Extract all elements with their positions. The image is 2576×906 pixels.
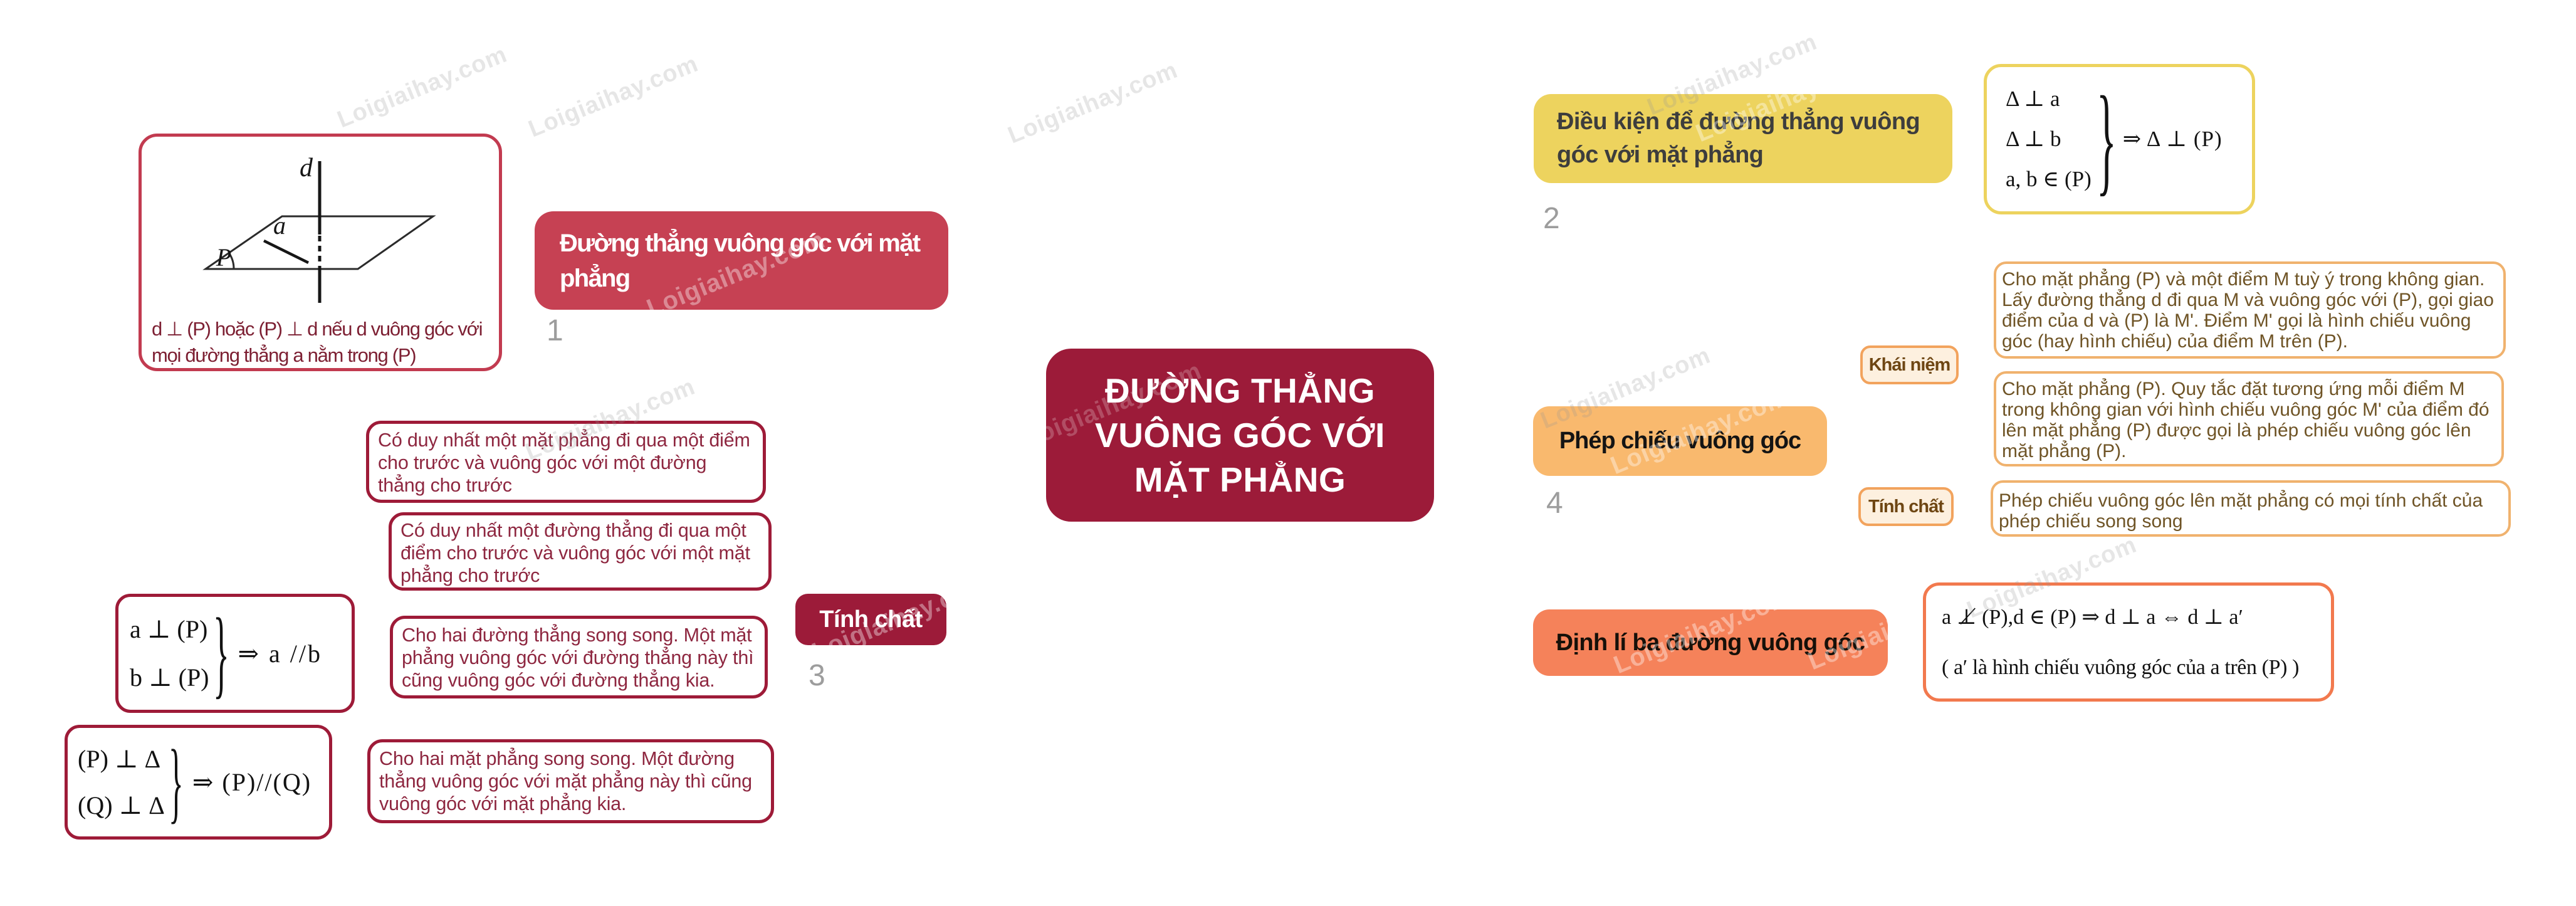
- brace-glyph: }: [168, 732, 184, 832]
- formula-condition: Δ ⊥ b: [2006, 127, 2061, 151]
- formula-condition: a, b ∈ (P): [2006, 167, 2092, 191]
- formula-condition: (P) ⊥ Δ: [78, 744, 161, 773]
- central-topic-line: VUÔNG GÓC VỚI: [1095, 415, 1385, 455]
- sublabel-text: Tính chất: [1868, 496, 1944, 517]
- property-4: Cho hai mặt phẳng song song. Một đường t…: [367, 739, 774, 823]
- formula-condition: (Q) ⊥ Δ: [78, 791, 165, 819]
- branch-index-3: 3: [809, 659, 825, 692]
- definition-caption: d ⊥ (P) hoặc (P) ⊥ d nếu d vuông góc với…: [152, 318, 483, 366]
- theorem-formula-line2: ( a′ là hình chiếu vuông góc của a trên …: [1942, 656, 2300, 679]
- central-topic-line: ĐƯỜNG THẲNG: [1104, 371, 1376, 410]
- node-label: Điều kiện để đường thẳng vuông góc với m…: [1557, 108, 1920, 168]
- figure-label-a: a: [273, 211, 286, 240]
- concept-note-2: Cho mặt phẳng (P). Quy tắc đặt tương ứng…: [1994, 371, 2504, 466]
- node-dinh-li-ba-duong: Định lí ba đường vuông góc Loigiaihay.co…: [1533, 609, 1888, 676]
- plane-parallelogram: [202, 215, 436, 270]
- formula-conclusion: ⇒ (P)//(Q): [192, 768, 312, 796]
- brace-glyph: }: [2096, 71, 2117, 207]
- condition-formula-box: Δ ⊥ a Δ ⊥ b a, b ∈ (P) } ⇒ Δ ⊥ (P): [1984, 64, 2255, 214]
- formula-condition: b ⊥ (P): [130, 663, 209, 692]
- theorem-formula-box: a ⊥̸ (P),d ∈ (P) ⇒ d ⊥ a ⇔ d ⊥ a′ ( a′ l…: [1923, 582, 2334, 702]
- formula-condition: Δ ⊥ a: [2006, 87, 2060, 111]
- parallel-lines-formula-box: a ⊥ (P) b ⊥ (P) } ⇒ a //b: [115, 594, 355, 713]
- figure-label-d: d: [300, 154, 313, 182]
- branch-index-2: 2: [1543, 202, 1560, 235]
- formula-conclusion: ⇒ Δ ⊥ (P): [2122, 127, 2223, 151]
- central-topic-line: MẶT PHẲNG: [1134, 460, 1346, 499]
- node-label: Tính chất: [819, 606, 923, 633]
- formula-condition: a ⊥ (P): [130, 615, 208, 643]
- property-3: Cho hai đường thẳng song song. Một mặt p…: [390, 616, 768, 698]
- property-2: Có duy nhất một đường thẳng đi qua một đ…: [389, 512, 772, 591]
- sublabel-khai-niem: Khái niệm: [1860, 345, 1959, 384]
- property-note: Phép chiếu vuông góc lên mặt phẳng có mọ…: [1991, 480, 2511, 537]
- line-a: [263, 239, 309, 265]
- node-phep-chieu: Phép chiếu vuông góc Loigiaihay.com: [1533, 406, 1827, 476]
- node-dieu-kien: Điều kiện để đường thẳng vuông góc với m…: [1534, 94, 1952, 183]
- node-label: Phép chiếu vuông góc: [1559, 428, 1801, 454]
- figure-label-P: P: [216, 243, 231, 271]
- definition-figure-box: d a P d ⊥ (P) hoặc (P) ⊥ d nếu d vuông g…: [139, 134, 502, 371]
- node-duong-thang-vuong-goc: Đường thẳng vuông góc với mặt phẳng Loig…: [535, 211, 948, 310]
- sublabel-tinh-chat: Tính chất: [1858, 487, 1954, 526]
- node-tinh-chat: Tính chất Loigiaihay.com: [795, 594, 946, 645]
- node-label: Định lí ba đường vuông góc: [1556, 629, 1865, 656]
- formula-conclusion: ⇒ a //b: [238, 639, 323, 668]
- parallel-planes-formula-box: (P) ⊥ Δ (Q) ⊥ Δ } ⇒ (P)//(Q): [65, 725, 332, 840]
- concept-note-1: Cho mặt phẳng (P) và một điểm M tuỳ ý tr…: [1994, 261, 2506, 359]
- angle-arc: [228, 252, 235, 270]
- brace-glyph: }: [212, 598, 229, 708]
- node-label: Đường thẳng vuông góc với mặt phẳng: [560, 229, 921, 292]
- central-topic: ĐƯỜNG THẲNG VUÔNG GÓC VỚI MẶT PHẲNG Loig…: [1046, 349, 1434, 522]
- perpendicular-line-plane-figure: d a P: [202, 154, 436, 303]
- branch-index-4: 4: [1546, 487, 1563, 520]
- branch-index-1: 1: [547, 314, 563, 347]
- theorem-formula-line1: a ⊥̸ (P),d ∈ (P) ⇒ d ⊥ a ⇔ d ⊥ a′: [1942, 606, 2243, 629]
- property-1: Có duy nhất một mặt phẳng đi qua một điể…: [366, 421, 766, 503]
- sublabel-text: Khái niệm: [1868, 354, 1951, 375]
